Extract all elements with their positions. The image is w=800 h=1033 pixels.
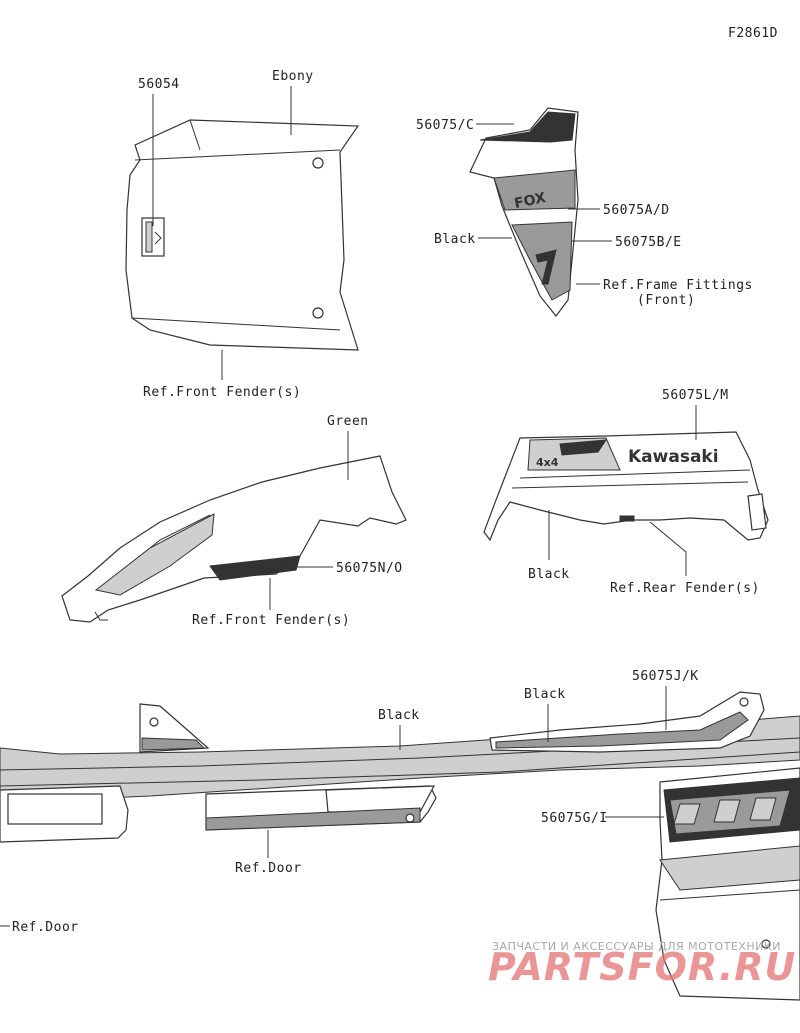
front-side-fender-part xyxy=(61,455,407,623)
door-left-window xyxy=(7,793,103,825)
label-ref-door-1: Ref.Door xyxy=(235,861,302,876)
hood-part xyxy=(125,119,360,351)
label-56075c: 56075/C xyxy=(416,118,474,133)
label-black-1: Black xyxy=(434,232,476,247)
side-door-part xyxy=(0,691,800,1001)
hood-bolt-hole xyxy=(312,307,324,319)
hood-bolt-hole xyxy=(312,157,324,169)
diagram-code: F2861D xyxy=(728,26,778,41)
label-ebony: Ebony xyxy=(272,69,314,84)
door-right-lettering-icon xyxy=(673,797,777,825)
label-56075no: 56075N/O xyxy=(336,561,403,576)
label-56075ad: 56075A/D xyxy=(603,203,670,218)
label-56075gi: 56075G/I xyxy=(541,811,608,826)
label-black-3: Black xyxy=(524,687,566,702)
label-56075lm: 56075L/M xyxy=(662,388,729,403)
label-ref-frame-fittings: Ref.Frame Fittings xyxy=(603,278,753,293)
watermark-logo: PARTSFOR.RU xyxy=(488,945,796,989)
label-black-4: Black xyxy=(378,708,420,723)
label-56075jk: 56075J/K xyxy=(632,669,699,684)
label-black-2: Black xyxy=(528,567,570,582)
label-ref-door-2: Ref.Door xyxy=(12,920,79,935)
label-ref-front-fender-2: Ref.Front Fender(s) xyxy=(192,613,350,628)
rear-fender-part: 4x4 Kawasaki xyxy=(483,431,769,542)
label-56075be: 56075B/E xyxy=(615,235,682,250)
label-ref-front-fender-1: Ref.Front Fender(s) xyxy=(143,385,301,400)
rear-fender-4x4-decal: 4x4 xyxy=(536,456,559,469)
label-56054: 56054 xyxy=(138,77,180,92)
warning-label-text-icon xyxy=(145,221,153,253)
label-ref-rear-fender: Ref.Rear Fender(s) xyxy=(610,581,760,596)
frame-decal-stripe xyxy=(535,249,557,285)
watermark-caption: ЗАПЧАСТИ И АКСЕССУАРЫ ДЛЯ МОТОТЕХНИКИ xyxy=(492,940,781,953)
fox-decal-text: FOX xyxy=(513,190,548,212)
label-ref-frame-fittings-front: (Front) xyxy=(637,293,695,308)
frame-decal-part: FOX xyxy=(469,107,579,317)
label-green: Green xyxy=(327,414,369,429)
kawasaki-decal-text: Kawasaki xyxy=(628,447,719,467)
